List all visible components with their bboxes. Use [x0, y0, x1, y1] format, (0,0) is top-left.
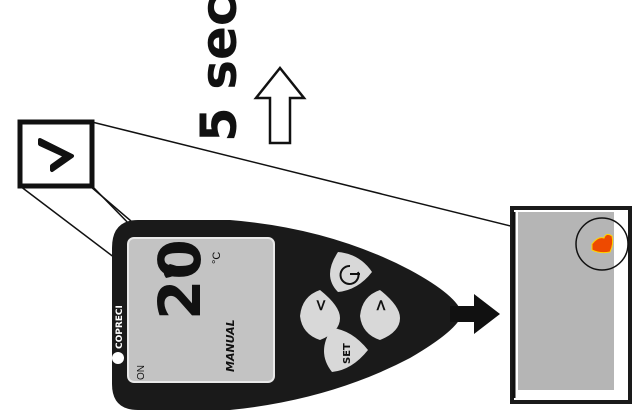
- temperature-value: 20: [146, 239, 214, 320]
- status-label: ON: [136, 365, 147, 380]
- left-button-label: <: [311, 299, 330, 312]
- flame-indicator-icon: [591, 233, 614, 254]
- right-arrow-icon: [450, 294, 500, 334]
- set-button-label: SET: [342, 343, 353, 364]
- brand-logo: COPRECI: [112, 305, 125, 364]
- timer-label: 5 sec: [190, 0, 248, 142]
- left-button[interactable]: <: [300, 290, 340, 340]
- check-icon: [38, 138, 74, 172]
- power-button[interactable]: [330, 252, 372, 292]
- remote-control: 20 °C MANUAL ON COPRECI < >: [112, 220, 462, 410]
- temperature-unit: °C: [211, 252, 223, 264]
- check-box: [17, 119, 95, 189]
- flame-indicator-circle: [575, 217, 629, 271]
- brand-text: COPRECI: [115, 305, 125, 349]
- mode-label: MANUAL: [224, 319, 237, 372]
- set-button[interactable]: SET: [324, 328, 368, 372]
- flame-icon: [163, 264, 186, 278]
- power-icon: [339, 264, 360, 285]
- up-arrow-icon: [253, 65, 307, 145]
- right-button-label: >: [371, 299, 390, 312]
- right-button[interactable]: >: [360, 290, 400, 340]
- heater-panel: [510, 206, 632, 404]
